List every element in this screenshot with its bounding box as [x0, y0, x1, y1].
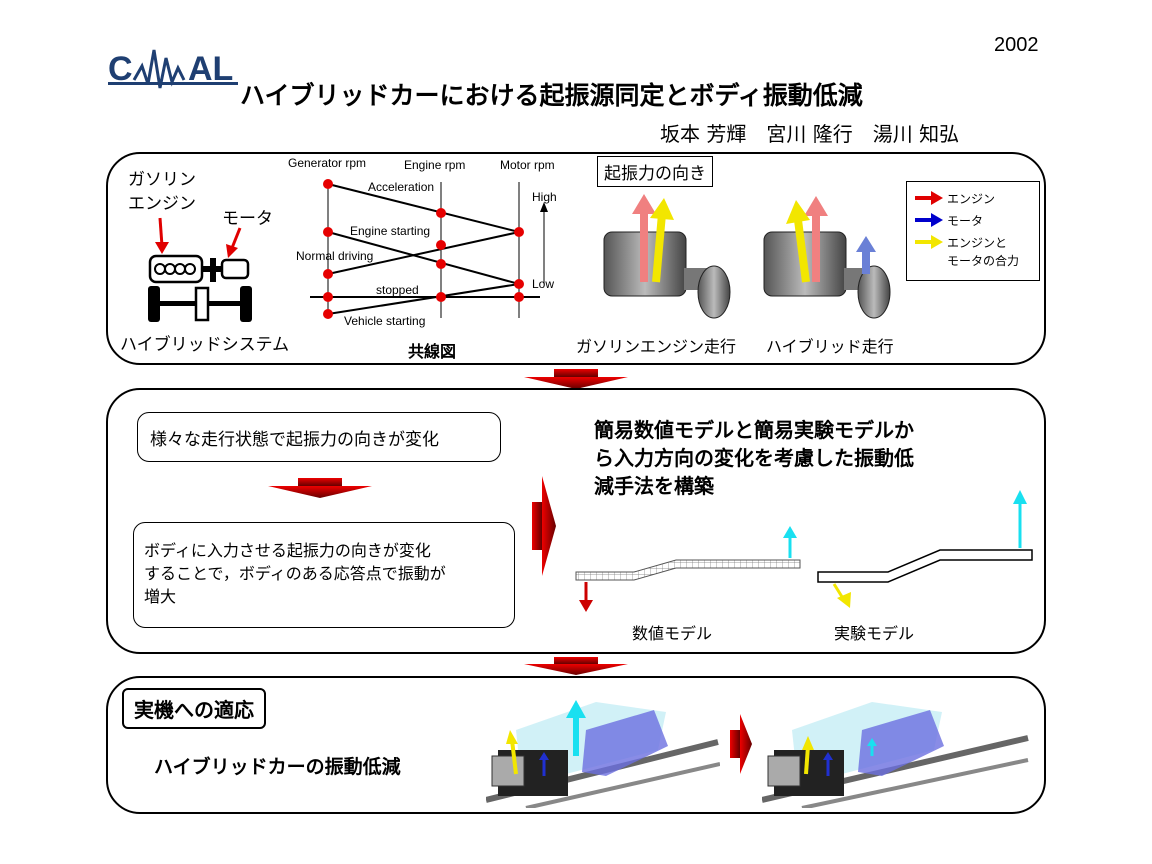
legend-label-resultant: エンジンと モータの合力	[947, 236, 1020, 268]
down-arrow-2	[268, 478, 372, 498]
nomogram-label-low: Low	[532, 277, 555, 291]
method-text: 簡易数値モデルと簡易実験モデルか ら入力方向の変化を考慮した振動低 減手法を構築	[594, 418, 914, 498]
excitation-direction-label: 起振力の向き	[597, 156, 713, 187]
gasoline-drive-caption: ガソリンエンジン走行	[576, 337, 737, 356]
engine-gasoline-drive-illustration	[598, 190, 738, 330]
real-machine-label: 実機への適応	[122, 688, 266, 729]
legend-label-engine: エンジン	[947, 192, 996, 206]
right-arrow-2	[532, 476, 556, 576]
svg-text:AL: AL	[188, 50, 233, 88]
legend-label-motor: モータ	[947, 214, 984, 228]
nomogram-label-vehicle-starting: Vehicle starting	[344, 314, 426, 328]
svg-text:C: C	[108, 50, 132, 88]
box-body-response: ボディに入力させる起振力の向きが変化 することで，ボディのある応答点で振動が 増…	[133, 522, 515, 628]
right-arrow-3	[730, 714, 752, 774]
page-title: ハイブリッドカーにおける起振源同定とボディ振動低減	[240, 81, 863, 110]
legend-arrow-engine-icon	[915, 191, 943, 205]
hybrid-drive-caption: ハイブリッド走行	[766, 337, 894, 356]
hybrid-system-diagram	[140, 214, 270, 326]
vibration-reduction-text: ハイブリッドカーの振動低減	[154, 756, 401, 778]
nomogram-label-engine-starting: Engine starting	[350, 224, 431, 238]
car-model-after	[761, 690, 1030, 810]
experimental-model-caption: 実験モデル	[834, 624, 915, 643]
authors: 坂本 芳輝 宮川 隆行 湯川 知弘	[660, 122, 960, 146]
force-legend: エンジン モータ エンジンと モータの合力	[906, 181, 1040, 281]
camal-logo: C AL	[108, 44, 240, 96]
legend-arrow-motor-icon	[915, 213, 943, 227]
nomogram-diagram	[300, 172, 560, 334]
down-arrow-3	[524, 657, 628, 677]
nomogram-label-high: High	[532, 190, 557, 204]
motor-label: モータ	[222, 209, 273, 229]
nomogram-axis-generator: Generator rpm	[288, 156, 367, 170]
car-model-before	[485, 690, 721, 810]
nomogram-label-stopped: stopped	[376, 283, 419, 297]
nomogram-label-normal-driving: Normal driving	[296, 249, 374, 263]
down-arrow-1	[524, 369, 628, 389]
hybrid-system-caption: ハイブリッドシステム	[120, 335, 290, 355]
gasoline-engine-label: ガソリン エンジン	[128, 170, 196, 214]
experimental-model-diagram	[812, 486, 1038, 616]
box-direction-change: 様々な走行状態で起振力の向きが変化	[137, 412, 501, 462]
engine-hybrid-drive-illustration	[758, 190, 898, 330]
nomogram-caption: 共線図	[408, 342, 457, 361]
nomogram-label-acceleration: Acceleration	[368, 180, 435, 194]
panel-hybrid-system	[106, 152, 1046, 365]
year-label: 2002	[994, 34, 1039, 56]
numerical-model-caption: 数値モデル	[632, 624, 713, 643]
nomogram-axis-motor: Motor rpm	[500, 158, 555, 172]
nomogram-axis-engine: Engine rpm	[404, 158, 466, 172]
numerical-model-diagram	[572, 520, 804, 616]
legend-arrow-resultant-icon	[915, 235, 943, 249]
